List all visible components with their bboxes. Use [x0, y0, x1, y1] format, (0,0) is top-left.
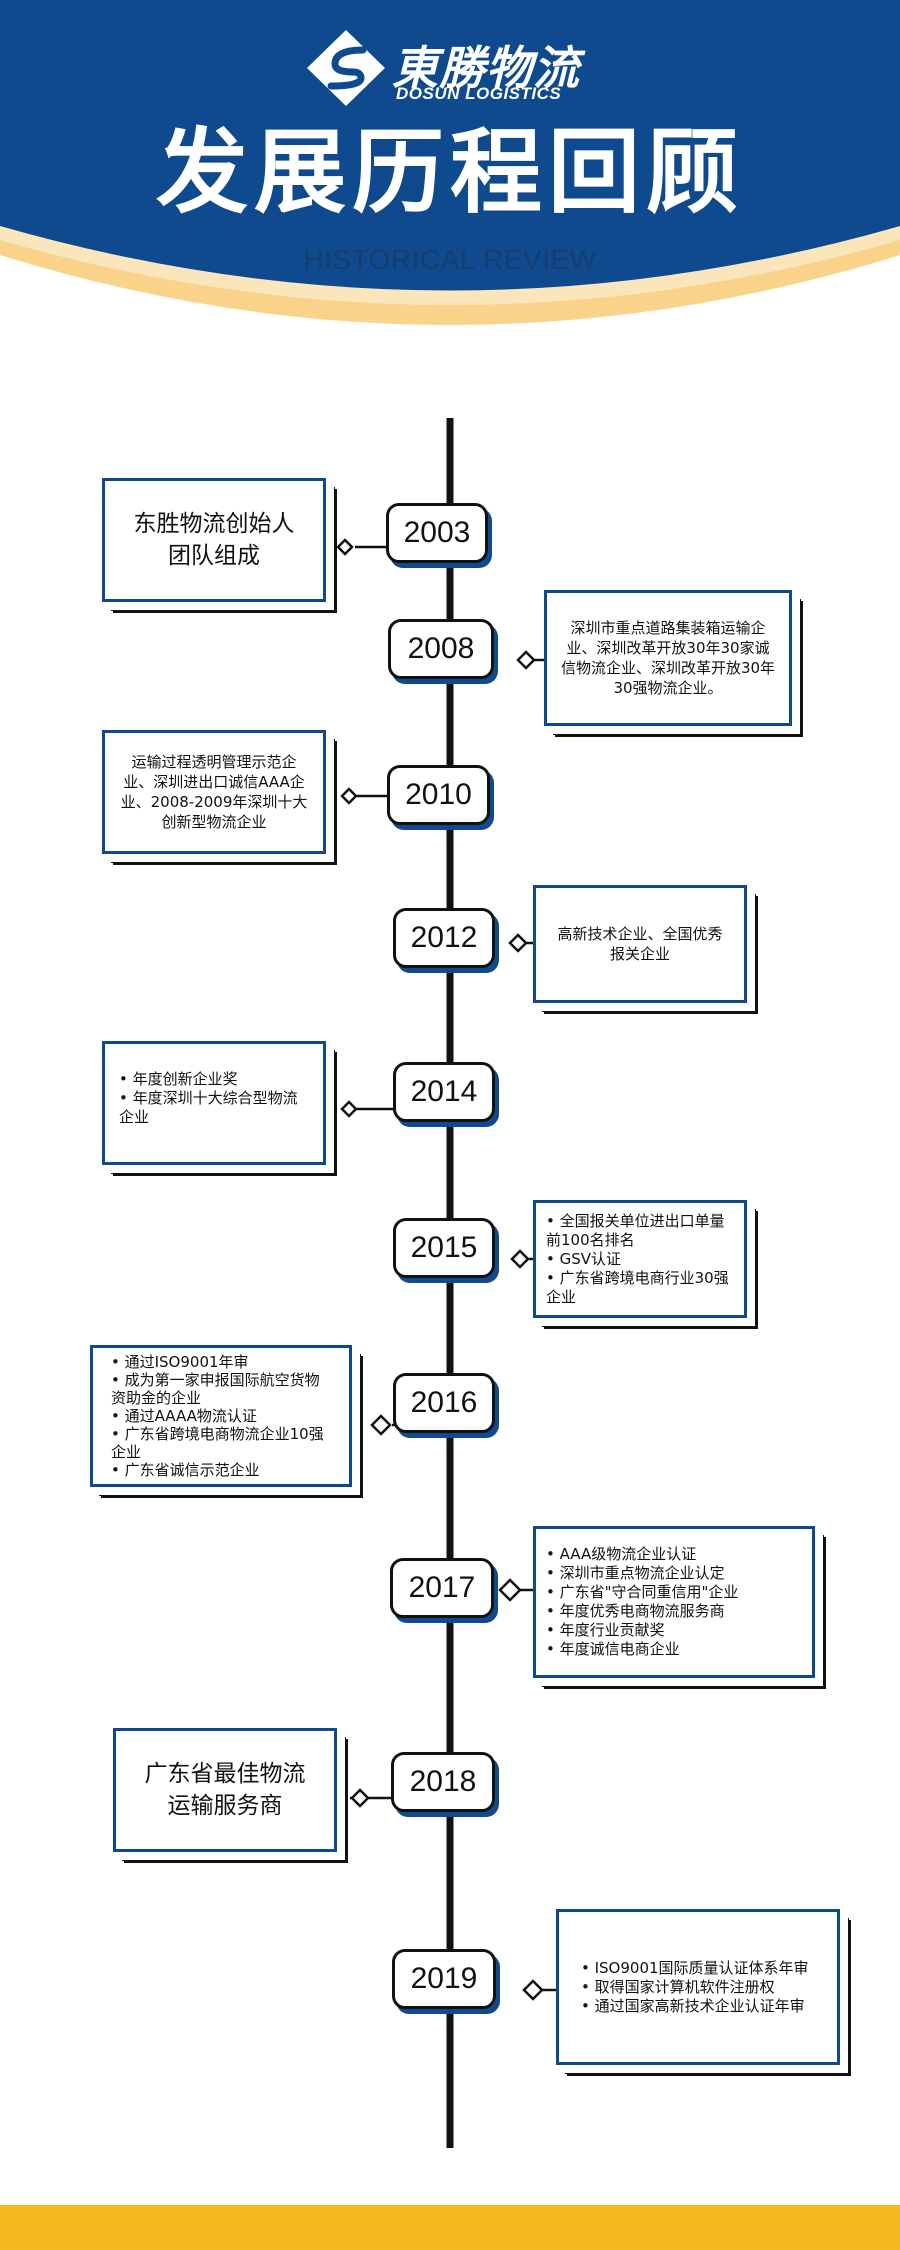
year-badge-2019: 2019 — [392, 1949, 496, 2009]
milestone-list: • 年度创新企业奖 • 年度深圳十大综合型物流企业 — [105, 1044, 323, 1162]
year-badge-2010: 2010 — [387, 765, 490, 825]
milestone-list-item: • ISO9001国际质量认证体系年审 — [581, 1958, 809, 1977]
connector-diamond-icon — [522, 1979, 544, 2001]
milestone-list-item: • 广东省跨境电商行业30强企业 — [546, 1268, 729, 1306]
year-badge-2012: 2012 — [393, 908, 495, 968]
footer-bar — [0, 2205, 900, 2250]
year-badge-2016: 2016 — [393, 1373, 495, 1433]
milestone-list-item: • 年度深圳十大综合型物流企业 — [119, 1089, 298, 1126]
milestone-card-2008: 深圳市重点道路集装箱运输企业、深圳改革开放30年30家诚信物流企业、深圳改革开放… — [544, 590, 792, 726]
milestone-list-item: • 深圳市重点物流企业认定 — [546, 1564, 725, 1582]
year-badge-2008: 2008 — [388, 619, 494, 679]
company-logo: 東勝物流 DOSUN LOGISTICS — [0, 28, 900, 108]
year-badge-2017: 2017 — [390, 1558, 494, 1618]
year-badge-2003: 2003 — [386, 503, 488, 563]
milestone-list-item: • 成为第一家申报国际航空货物资助金的企业 — [111, 1371, 320, 1407]
milestone-card-2012: 高新技术企业、全国优秀报关企业 — [533, 885, 747, 1003]
milestone-card-2017: • AAA级物流企业认证 • 深圳市重点物流企业认定 • 广东省"守合同重信用"… — [533, 1526, 815, 1678]
milestone-list-item: • AAA级物流企业认证 — [546, 1545, 697, 1563]
connector-diamond-icon — [336, 538, 354, 556]
milestone-list: • AAA级物流企业认证 • 深圳市重点物流企业认定 • 广东省"守合同重信用"… — [536, 1529, 812, 1675]
milestone-list: • ISO9001国际质量认证体系年审 • 取得国家计算机软件注册权 • 通过国… — [559, 1912, 837, 2062]
milestone-card-2016: • 通过ISO9001年审 • 成为第一家申报国际航空货物资助金的企业 • 通过… — [90, 1345, 352, 1487]
milestone-text: 深圳市重点道路集装箱运输企业、深圳改革开放30年30家诚信物流企业、深圳改革开放… — [560, 619, 776, 697]
logo-mark-icon — [307, 30, 385, 106]
page-title: 发展历程回顾 — [155, 119, 744, 226]
logo-chinese-name: 東勝物流 — [392, 41, 580, 95]
milestone-list-item: • 年度诚信电商企业 — [546, 1640, 680, 1658]
connector-diamond-icon — [508, 933, 528, 953]
milestone-list-item: • GSV认证 — [546, 1249, 622, 1268]
milestone-card-2003: 东胜物流创始人团队组成 — [102, 478, 326, 602]
milestone-list-item: • 广东省跨境电商物流企业10强企业 — [111, 1425, 324, 1461]
connector-diamond-icon — [340, 1100, 358, 1118]
milestone-list-item: • 通过ISO9001年审 — [111, 1353, 249, 1371]
milestone-text: 运输过程透明管理示范企业、深圳进出口诚信AAA企业、2008-2009年深圳十大… — [120, 753, 308, 831]
connector-diamond-icon — [340, 787, 358, 805]
milestone-list: • 全国报关单位进出口单量前100名排名 • GSV认证 • 广东省跨境电商行业… — [536, 1203, 744, 1315]
page-subtitle: HISTORICAL REVIEW — [303, 244, 597, 275]
milestone-card-2018: 广东省最佳物流运输服务商 — [113, 1728, 337, 1852]
connector-diamond-icon — [498, 1578, 522, 1602]
milestone-list-item: • 通过AAAA物流认证 — [111, 1407, 257, 1425]
milestone-list-item: • 广东省诚信示范企业 — [111, 1461, 260, 1479]
connector-diamond-icon — [370, 1414, 392, 1436]
milestone-list-item: • 取得国家计算机软件注册权 — [581, 1977, 775, 1996]
milestone-text: 广东省最佳物流运输服务商 — [144, 1761, 306, 1819]
milestone-list: • 通过ISO9001年审 • 成为第一家申报国际航空货物资助金的企业 • 通过… — [93, 1348, 349, 1484]
logo-english-name: DOSUN LOGISTICS — [396, 84, 562, 103]
milestone-text: 东胜物流创始人团队组成 — [133, 511, 295, 569]
milestone-text: 高新技术企业、全国优秀报关企业 — [557, 925, 723, 963]
header-banner — [0, 0, 900, 325]
connector-diamond-icon — [350, 1788, 370, 1808]
milestone-card-2019: • ISO9001国际质量认证体系年审 • 取得国家计算机软件注册权 • 通过国… — [556, 1909, 840, 2065]
milestone-list-item: • 年度行业贡献奖 — [546, 1621, 665, 1639]
milestone-list-item: • 全国报关单位进出口单量前100名排名 — [546, 1211, 725, 1249]
milestone-card-2014: • 年度创新企业奖 • 年度深圳十大综合型物流企业 — [102, 1041, 326, 1165]
milestone-list-item: • 广东省"守合同重信用"企业 — [546, 1583, 739, 1601]
milestone-list-item: • 年度创新企业奖 — [119, 1070, 238, 1088]
milestone-list-item: • 年度优秀电商物流服务商 — [546, 1602, 725, 1620]
connector-diamond-icon — [516, 650, 536, 670]
milestone-list-item: • 通过国家高新技术企业认证年审 — [581, 1996, 805, 2015]
milestone-card-2010: 运输过程透明管理示范企业、深圳进出口诚信AAA企业、2008-2009年深圳十大… — [102, 730, 326, 854]
year-badge-2014: 2014 — [393, 1062, 495, 1122]
year-badge-2015: 2015 — [393, 1218, 495, 1278]
year-badge-2018: 2018 — [391, 1752, 495, 1812]
milestone-card-2015: • 全国报关单位进出口单量前100名排名 • GSV认证 • 广东省跨境电商行业… — [533, 1200, 747, 1318]
connector-diamond-icon — [510, 1249, 530, 1269]
